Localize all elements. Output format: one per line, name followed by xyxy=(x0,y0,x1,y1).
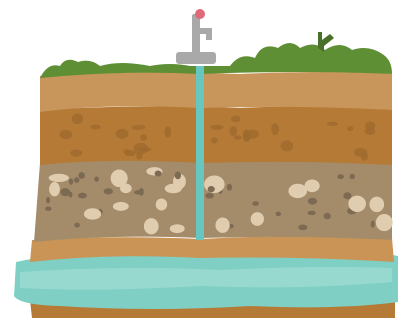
gravel-stone xyxy=(111,169,128,187)
gravel-stone xyxy=(324,213,331,219)
gravel-stone xyxy=(165,184,182,193)
clay-spot xyxy=(72,114,83,125)
gravel-stone xyxy=(139,188,144,196)
gravel-stone xyxy=(45,206,51,210)
pump-spout xyxy=(198,28,212,40)
gravel-stone xyxy=(288,184,307,198)
clay-spot xyxy=(347,126,353,131)
gravel-stone xyxy=(205,193,214,199)
clay-spot xyxy=(90,125,101,130)
gravel-stone xyxy=(49,182,60,196)
clay-spot xyxy=(211,137,218,143)
gravel-stone xyxy=(371,221,375,228)
gravel-stone xyxy=(74,177,80,183)
gravel-stone xyxy=(304,180,319,193)
gravel-stone xyxy=(227,184,232,191)
gravel-stone xyxy=(215,218,229,233)
gravel-stone xyxy=(308,198,317,205)
gravel-stone xyxy=(251,212,264,226)
gravel-stone xyxy=(369,197,384,213)
gravel-stone xyxy=(350,174,355,180)
gravel-stone xyxy=(74,223,79,228)
gravel-stone xyxy=(78,193,87,199)
gravel-stone xyxy=(170,224,185,233)
clay-spot xyxy=(271,123,279,135)
gravel-stone xyxy=(175,172,181,180)
clay-spot xyxy=(243,132,250,142)
gravel-stone xyxy=(78,172,85,179)
gravel-stone xyxy=(208,186,215,192)
gravel-stone xyxy=(69,178,73,184)
gravel-layer xyxy=(34,160,392,242)
gravel-stone xyxy=(104,188,113,194)
clay-spot xyxy=(123,149,131,153)
clay-layer xyxy=(40,106,392,165)
well-pipe xyxy=(196,66,204,240)
clay-spot xyxy=(140,134,147,141)
clay-spot xyxy=(136,153,142,160)
gravel-stone xyxy=(252,201,259,206)
gravel-stone xyxy=(49,174,69,182)
clay-spot xyxy=(164,126,171,137)
clay-spot xyxy=(234,135,242,139)
clay-spot xyxy=(229,126,237,136)
clay-spot xyxy=(327,122,338,126)
gravel-stone xyxy=(144,218,159,234)
gravel-stone xyxy=(113,202,129,211)
clay-spot xyxy=(60,130,73,139)
clay-spot xyxy=(281,140,294,151)
gravel-stone xyxy=(343,192,351,199)
clay-spot xyxy=(132,125,145,130)
gravel-stone xyxy=(46,197,50,203)
gravel-stone xyxy=(376,214,393,231)
clay-spot xyxy=(133,143,148,155)
gravel-stone xyxy=(155,170,162,176)
gravel-stone xyxy=(348,196,366,212)
clay-spot xyxy=(231,116,240,123)
clay-spot xyxy=(116,129,129,139)
gravel-stone xyxy=(337,174,344,179)
clay-spot xyxy=(365,127,375,135)
gravel-stone xyxy=(69,192,73,198)
clay-spot xyxy=(354,148,367,157)
clay-spot xyxy=(70,150,82,157)
pump-valve xyxy=(195,9,205,19)
topsoil-layer xyxy=(40,72,392,112)
gravel-stone xyxy=(298,224,307,230)
gravel-stone xyxy=(276,212,281,216)
gravel-stone xyxy=(94,176,99,181)
gravel-stone xyxy=(84,208,101,219)
gravel-stone xyxy=(307,211,315,215)
gravel-stone xyxy=(156,199,167,211)
clay-spot xyxy=(211,125,224,130)
